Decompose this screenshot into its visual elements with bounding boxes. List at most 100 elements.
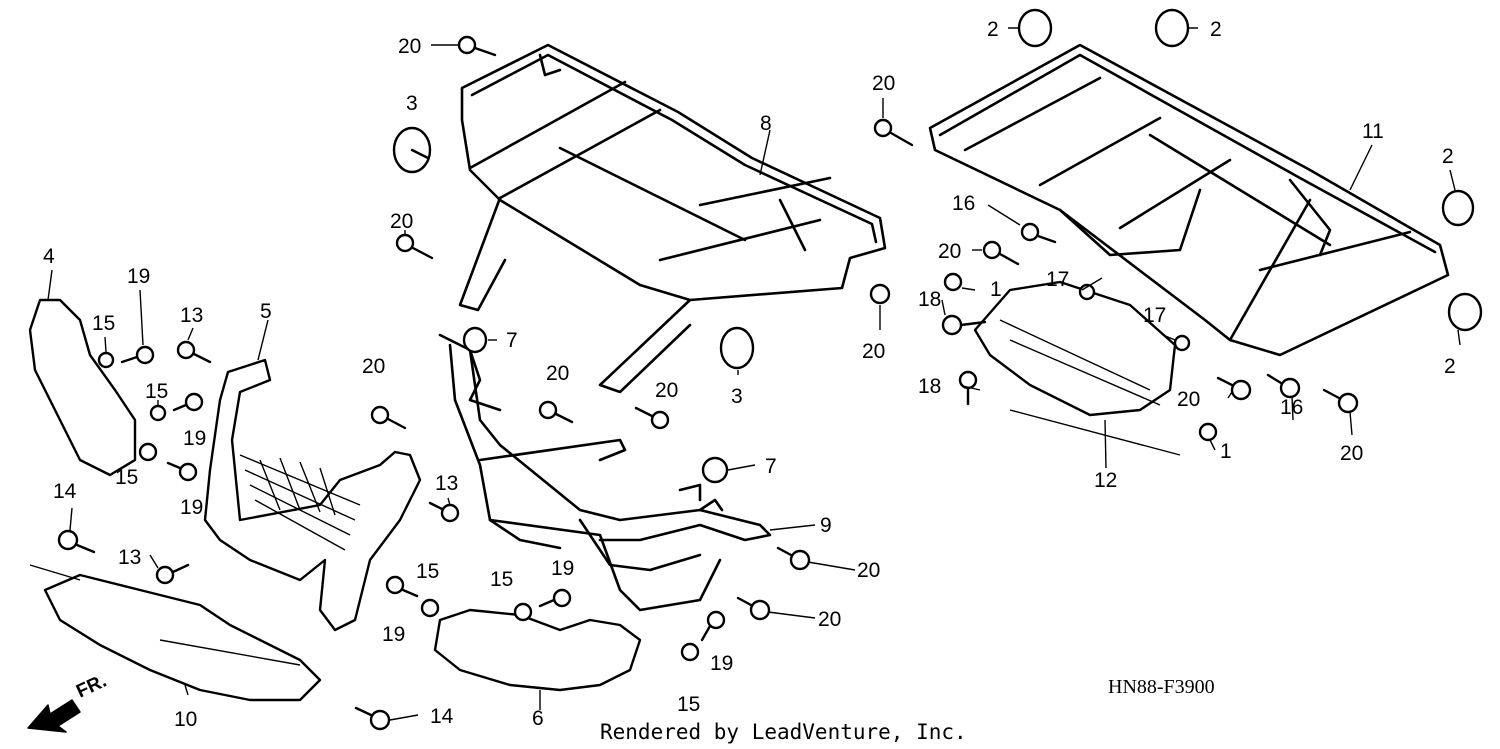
diagram-code: HN88-F3900 <box>1108 676 1215 698</box>
bolt-19-b <box>172 392 204 412</box>
side-cover-part-4 <box>28 298 137 477</box>
front-guard-part-5 <box>203 358 422 632</box>
callout-14-1: 14 <box>53 480 77 503</box>
callout-1-1: 1 <box>990 278 1002 301</box>
callout-labels: 20 3 8 2 2 20 11 2 20 16 20 17 1 18 17 4… <box>43 18 1456 731</box>
callout-19-2: 19 <box>183 427 206 450</box>
bolt-14-a <box>57 529 96 554</box>
callout-8: 8 <box>760 112 772 135</box>
rear-carrier-part-11 <box>928 43 1450 357</box>
callout-20-12: 20 <box>818 608 841 631</box>
bolt-18-a <box>941 314 987 336</box>
washer-15-e <box>513 602 533 622</box>
bolt-20-l <box>736 596 771 621</box>
callout-4: 4 <box>43 245 55 268</box>
callout-20-7: 20 <box>546 362 569 385</box>
side-cover-part-6 <box>433 608 642 692</box>
bolt-16-b <box>1266 373 1301 399</box>
bolt-20-h <box>634 406 670 430</box>
callout-9: 9 <box>820 514 832 537</box>
callout-10: 10 <box>174 708 197 731</box>
bolt-20-c <box>982 240 1020 266</box>
bolt-20-i <box>1216 376 1252 401</box>
callout-15-6: 15 <box>677 693 700 716</box>
callout-15-1: 15 <box>92 312 115 335</box>
callout-12: 12 <box>1094 469 1117 492</box>
washer-15-b <box>149 404 167 422</box>
bolt-19-f <box>700 610 726 642</box>
grommet-7-b <box>701 456 729 484</box>
front-direction-arrow: FR. <box>27 671 110 733</box>
callout-2-4: 2 <box>1444 355 1456 378</box>
bolt-20-f <box>370 405 407 430</box>
callout-15-5: 15 <box>490 568 513 591</box>
grommet-7-a <box>462 326 488 354</box>
callout-15-2: 15 <box>145 380 168 403</box>
bolt-19-a <box>120 345 155 365</box>
grommet-3-b <box>719 326 755 370</box>
bolt-16-a <box>1020 222 1057 244</box>
bolt-20-j <box>1322 388 1359 414</box>
callout-20-8: 20 <box>655 379 678 402</box>
callout-19-5: 19 <box>382 623 405 646</box>
center-frame-part-9 <box>438 333 772 612</box>
callout-2-2: 2 <box>1210 18 1222 41</box>
callout-20-10: 20 <box>1340 442 1363 465</box>
callout-7-1: 7 <box>506 329 518 352</box>
bolt-20-g <box>538 400 574 424</box>
callout-15-3: 15 <box>115 466 138 489</box>
callout-19-3: 19 <box>180 496 203 519</box>
callout-20-1: 20 <box>398 35 421 58</box>
washer-15-c <box>138 442 158 462</box>
callout-13-1: 13 <box>180 304 203 327</box>
clip-1-b <box>1198 422 1218 442</box>
callout-6: 6 <box>532 707 544 730</box>
bolt-20-b <box>873 118 914 147</box>
bolt-19-d <box>385 575 419 598</box>
callout-3-2: 3 <box>731 385 743 408</box>
callout-19-6: 19 <box>710 652 733 675</box>
callout-19-1: 19 <box>127 265 150 288</box>
callout-20-2: 20 <box>872 72 895 95</box>
grommet-3-a <box>392 126 432 174</box>
front-direction-label: FR. <box>73 671 110 703</box>
grommet-2-a <box>1017 8 1053 48</box>
callout-18-2: 18 <box>918 375 941 398</box>
callout-11: 11 <box>1362 120 1384 143</box>
skid-plate-part-10 <box>43 573 322 702</box>
bolt-19-c <box>166 461 198 482</box>
callout-20-4: 20 <box>938 240 961 263</box>
callout-17-1: 17 <box>1046 268 1069 291</box>
plate-part-12 <box>973 280 1177 417</box>
bolt-18-b <box>958 370 978 406</box>
bolt-20-d <box>395 233 434 260</box>
callout-17-2: 17 <box>1143 304 1166 327</box>
washer-15-f <box>680 642 700 662</box>
washer-17-b <box>1173 334 1191 352</box>
bolt-19-e <box>538 588 572 608</box>
grommet-2-b <box>1154 8 1190 48</box>
callout-7-2: 7 <box>765 455 777 478</box>
credit-text: Rendered by LeadVenture, Inc. <box>600 720 967 744</box>
callout-1-2: 1 <box>1220 440 1232 463</box>
callout-20-9: 20 <box>1177 388 1200 411</box>
bolt-20-k <box>776 546 811 571</box>
callout-3-1: 3 <box>406 92 418 115</box>
bolt-13-a <box>176 340 212 364</box>
callout-16-2: 16 <box>1280 396 1303 419</box>
front-carrier-part-8 <box>458 43 887 394</box>
bolt-20-a <box>457 35 497 57</box>
callout-20-11: 20 <box>857 559 880 582</box>
clip-1-a <box>943 272 963 292</box>
bolt-13-c <box>155 563 190 585</box>
callout-5: 5 <box>260 300 272 323</box>
callout-18-1: 18 <box>918 288 941 311</box>
callout-20-6: 20 <box>362 355 385 378</box>
bolt-20-e <box>869 283 891 305</box>
callout-20-5: 20 <box>862 340 885 363</box>
callout-14-2: 14 <box>430 705 454 728</box>
washer-15-a <box>97 351 115 369</box>
callout-2-1: 2 <box>987 18 999 41</box>
callout-16-1: 16 <box>952 192 975 215</box>
